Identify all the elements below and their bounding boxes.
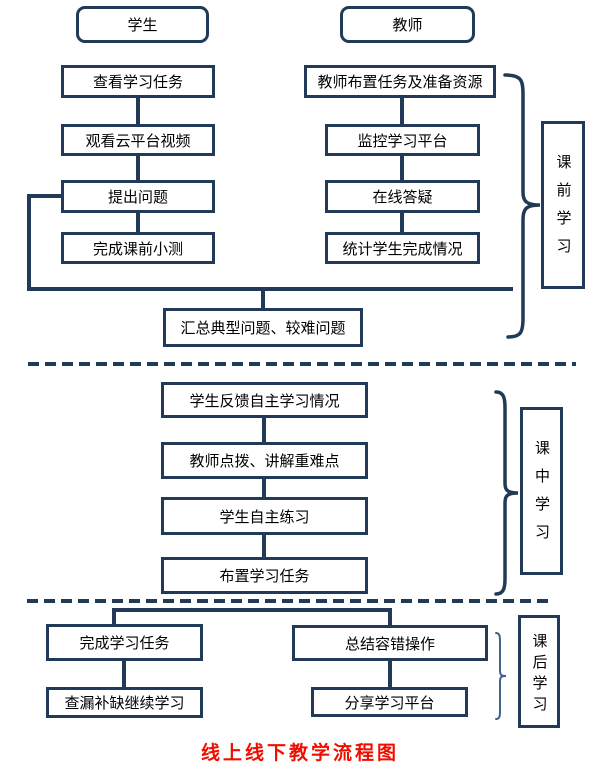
stage-label-in-class: 课中学习 <box>520 407 563 575</box>
connector-line <box>261 291 265 308</box>
connector-line <box>400 156 404 180</box>
connector-bus-line <box>27 287 513 291</box>
step-online-answering: 在线答疑 <box>325 180 480 213</box>
connector-line <box>400 98 404 124</box>
step-count-completion: 统计学生完成情况 <box>325 232 480 264</box>
stage-label-pre-class: 课前学习 <box>541 121 585 289</box>
step-summarize-error-ops: 总结容错操作 <box>292 625 488 661</box>
step-raise-questions: 提出问题 <box>61 180 215 213</box>
connector-line <box>122 661 126 687</box>
connector-line <box>136 156 140 180</box>
section-divider <box>28 362 576 366</box>
connector-line <box>388 661 392 687</box>
connector-line <box>262 479 266 497</box>
step-watch-cloud-videos: 观看云平台视频 <box>61 124 215 156</box>
connector-elbow <box>27 194 31 291</box>
section-divider <box>27 599 553 603</box>
step-monitor-platform: 监控学习平台 <box>325 124 480 156</box>
step-summarize-problems: 汇总典型问题、较难问题 <box>163 308 363 347</box>
step-teacher-explain: 教师点拨、讲解重难点 <box>161 442 368 479</box>
step-view-learning-task: 查看学习任务 <box>61 65 215 98</box>
connector-line <box>400 213 404 232</box>
step-complete-task: 完成学习任务 <box>46 624 203 661</box>
step-student-feedback: 学生反馈自主学习情况 <box>161 382 368 418</box>
connector-line <box>262 418 266 442</box>
connector-line <box>112 608 116 625</box>
step-student-practice: 学生自主练习 <box>161 497 368 535</box>
in-class-brace <box>494 390 519 596</box>
diagram-title: 线上线下教学流程图 <box>200 743 399 764</box>
step-assign-learning-task: 布置学习任务 <box>161 557 368 594</box>
after-class-brace <box>495 632 507 720</box>
step-teacher-assign-prepare: 教师布置任务及准备资源 <box>304 65 496 98</box>
connector-line <box>136 98 140 124</box>
step-finish-pre-quiz: 完成课前小测 <box>61 232 215 264</box>
connector-line <box>136 213 140 232</box>
connector-elbow <box>27 194 61 198</box>
teacher-header-box: 教师 <box>340 6 475 43</box>
connector-branch <box>112 608 392 612</box>
step-share-platform: 分享学习平台 <box>311 687 468 717</box>
connector-line <box>262 535 266 557</box>
stage-label-after-class: 课后学习 <box>518 615 560 728</box>
pre-class-brace <box>503 73 541 339</box>
step-fill-gaps-continue: 查漏补缺继续学习 <box>46 687 203 718</box>
connector-line <box>388 608 392 626</box>
student-header-box: 学生 <box>76 6 209 43</box>
